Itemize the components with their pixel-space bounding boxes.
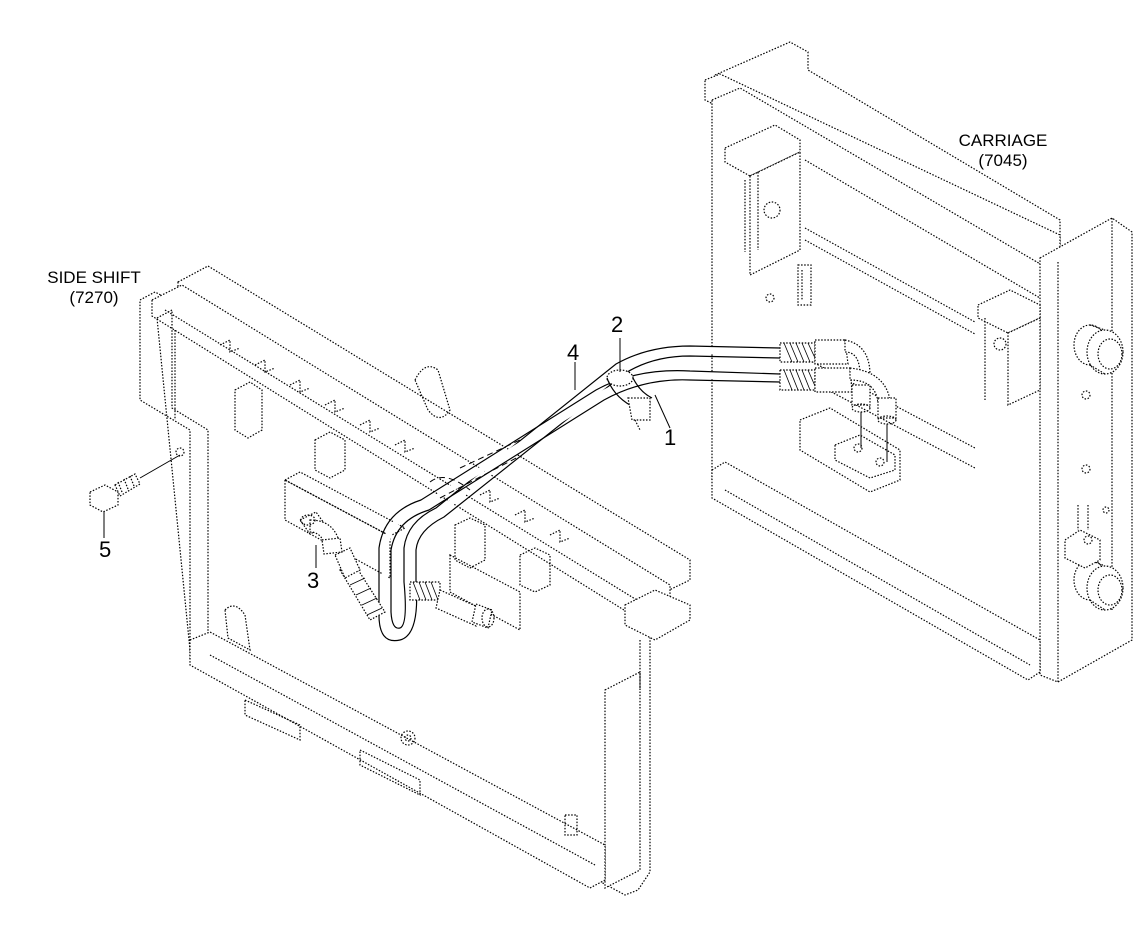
bolt: [89, 454, 181, 513]
carriage-label: CARRIAGE (7045): [948, 131, 1058, 171]
callout-5: 5: [99, 537, 112, 562]
carriage-shaft-lower: [1073, 559, 1124, 611]
top-rail-notches: [219, 339, 571, 543]
carriage-name: CARRIAGE: [958, 131, 1048, 150]
callout-1: 1: [664, 425, 677, 450]
callout-4: 4: [567, 340, 580, 365]
side-shift-frame: [139, 265, 691, 896]
side-shift-label: SIDE SHIFT (7270): [34, 268, 154, 308]
hose-end-fittings-right: [779, 339, 897, 462]
callout-3: 3: [307, 568, 320, 593]
carriage-frame: [704, 41, 1133, 683]
carriage-code: (7045): [978, 151, 1028, 170]
lower-hose-assembly: [334, 547, 495, 629]
carriage-shaft-upper: [1073, 324, 1124, 375]
tube-clamp: [606, 369, 653, 431]
callout-leader-lines: [103, 338, 671, 568]
callout-2: 2: [611, 312, 624, 337]
elbow-fitting: [299, 511, 343, 555]
side-shift-code: (7270): [69, 288, 119, 307]
side-shift-name: SIDE SHIFT: [47, 268, 141, 287]
